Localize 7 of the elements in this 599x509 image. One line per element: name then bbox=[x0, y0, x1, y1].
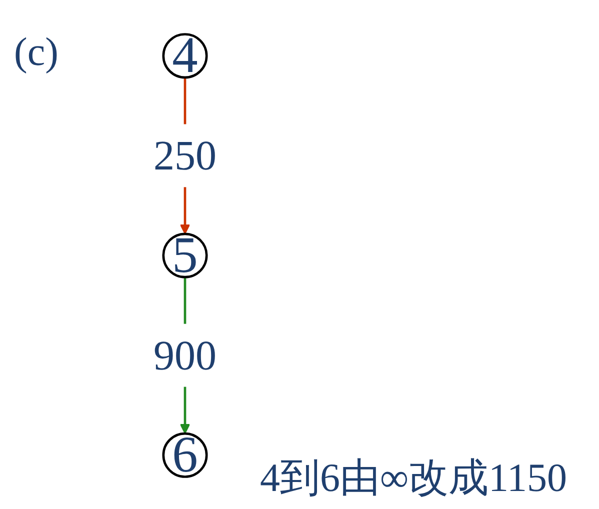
edge-label: 900 bbox=[153, 332, 217, 379]
edge-label: 250 bbox=[153, 132, 217, 180]
panel-label: (c) bbox=[14, 28, 58, 75]
node-circle: 4 bbox=[162, 33, 208, 79]
node-circle: 5 bbox=[162, 232, 208, 278]
note-text: 4到6由∞改成1150 bbox=[260, 454, 568, 502]
node-circle: 6 bbox=[162, 432, 208, 478]
